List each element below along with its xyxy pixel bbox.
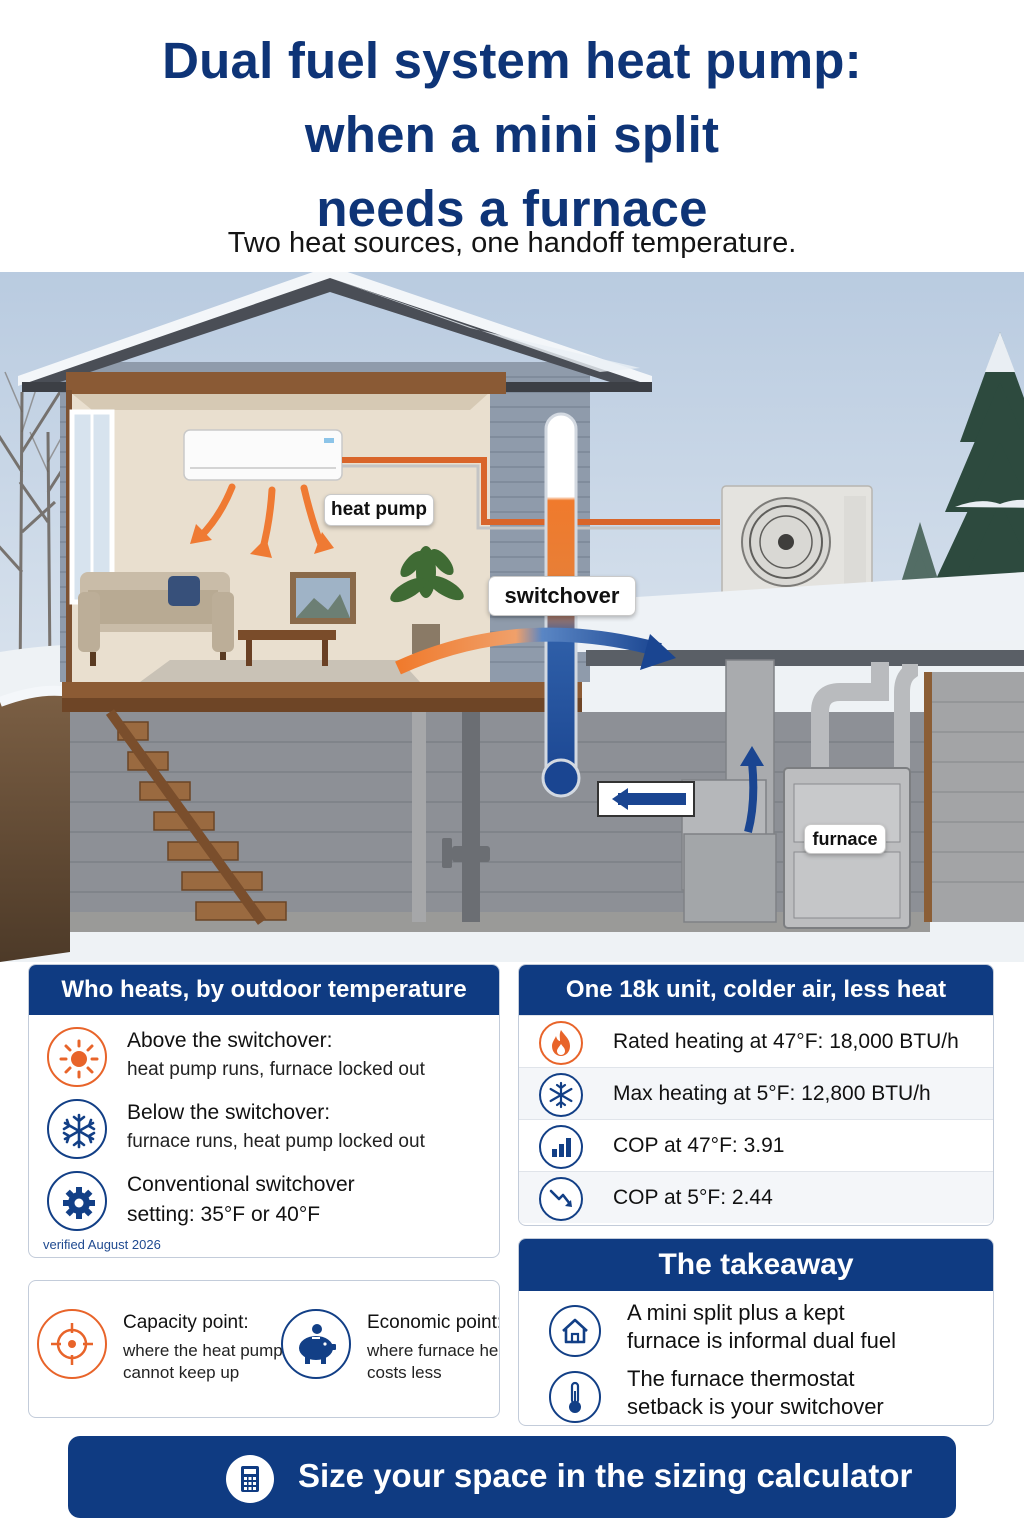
flame-icon xyxy=(539,1021,583,1065)
takeaway-setback-text: The furnace thermostat setback is your s… xyxy=(627,1366,884,1419)
verified-date: verified August 2026 xyxy=(43,1237,161,1252)
thermometer-icon xyxy=(549,1371,601,1423)
switchover-points-panel: Capacity point: where the heat pump cann… xyxy=(28,1280,500,1418)
spec-row-rated: Rated heating at 47°F: 18,000 BTU/h xyxy=(519,1015,993,1067)
who-heats-below-detail: furnace runs, heat pump locked out xyxy=(127,1131,425,1152)
snowflake-icon xyxy=(539,1073,583,1117)
piggy-bank-icon xyxy=(281,1309,351,1379)
house-icon xyxy=(549,1305,601,1357)
unit-specs-list: Rated heating at 47°F: 18,000 BTU/h Max … xyxy=(519,1015,993,1225)
economic-point-title: Economic point: xyxy=(367,1312,500,1333)
spec-cop5-text: COP at 5°F: 2.44 xyxy=(613,1186,773,1209)
who-heats-setting-detail: setting: 35°F or 40°F xyxy=(127,1203,321,1226)
spec-row-max: Max heating at 5°F: 12,800 BTU/h xyxy=(519,1067,993,1119)
spec-max-text: Max heating at 5°F: 12,800 BTU/h xyxy=(613,1082,931,1105)
who-heats-title: Who heats, by outdoor temperature xyxy=(29,965,499,1015)
target-icon xyxy=(37,1309,107,1379)
capacity-point-desc: where the heat pump cannot keep up xyxy=(123,1341,283,1382)
takeaway-title: The takeaway xyxy=(519,1239,993,1291)
roof xyxy=(20,272,650,382)
arrow-left-icon xyxy=(597,781,695,817)
header: Dual fuel system heat pump: when a mini … xyxy=(0,0,1024,272)
who-heats-setting-heading: Conventional switchover xyxy=(127,1173,355,1196)
house-cutaway-drawing xyxy=(0,272,1024,962)
switchover-arrow xyxy=(395,627,662,675)
furnace-unit xyxy=(783,767,911,929)
spec-row-cop47: COP at 47°F: 3.91 xyxy=(519,1119,993,1171)
house-cutaway-illustration: heat pump switchover furnace xyxy=(0,272,1024,962)
sizing-calculator-label: Size your space in the sizing calculator xyxy=(298,1457,913,1494)
spec-cop47-text: COP at 47°F: 3.91 xyxy=(613,1134,785,1157)
page-subtitle: Two heat sources, one handoff temperatur… xyxy=(227,227,797,259)
who-heats-above-detail: heat pump runs, furnace locked out xyxy=(127,1059,425,1080)
spec-row-cop5: COP at 5°F: 2.44 xyxy=(519,1171,993,1223)
sofa xyxy=(78,572,234,666)
sizing-calculator-button[interactable]: Size your space in the sizing calculator xyxy=(68,1436,956,1518)
spec-rated-text: Rated heating at 47°F: 18,000 BTU/h xyxy=(613,1030,959,1053)
takeaway-informal-text: A mini split plus a kept furnace is info… xyxy=(627,1300,897,1353)
takeaway-panel: The takeaway A mini split plus a kept fu… xyxy=(518,1238,994,1426)
trend-down-icon xyxy=(539,1177,583,1221)
outdoor-condenser-unit xyxy=(721,485,873,606)
who-heats-below-heading: Below the switchover: xyxy=(127,1101,331,1124)
sun-icon xyxy=(47,1027,107,1087)
page-title: Dual fuel system heat pump: when a mini … xyxy=(162,32,862,237)
economic-point-desc: where furnace heat costs less xyxy=(367,1341,499,1382)
capacity-point-title: Capacity point: xyxy=(123,1312,249,1333)
unit-specs-title: One 18k unit, colder air, less heat xyxy=(519,965,993,1015)
calculator-icon xyxy=(226,1455,274,1503)
gear-icon xyxy=(47,1171,107,1231)
bar-chart-icon xyxy=(539,1125,583,1169)
unit-specs-panel: One 18k unit, colder air, less heat Rate… xyxy=(518,964,994,1226)
who-heats-above-heading: Above the switchover: xyxy=(127,1029,333,1052)
who-heats-panel: Who heats, by outdoor temperature Above … xyxy=(28,964,500,1258)
heat-pump-label: heat pump xyxy=(324,494,434,526)
snowflake-icon xyxy=(47,1099,107,1159)
indoor-mini-split xyxy=(183,429,343,481)
switchover-label: switchover xyxy=(488,576,636,616)
furnace-label: furnace xyxy=(804,824,886,854)
